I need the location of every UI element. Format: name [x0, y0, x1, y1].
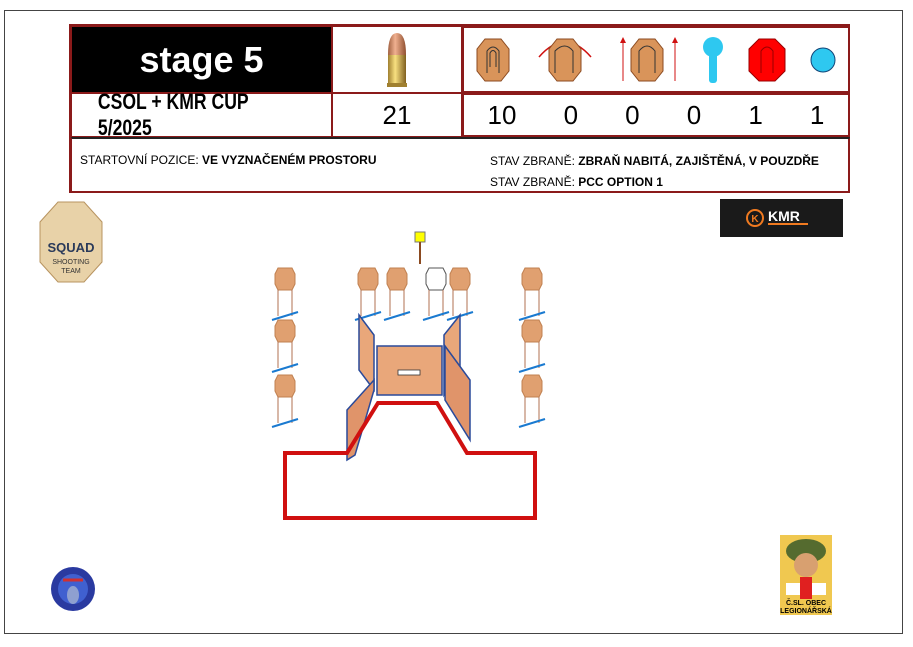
svg-text:SHOOTING: SHOOTING [52, 259, 89, 266]
popper-icon [703, 36, 723, 83]
paper-target [271, 374, 299, 428]
paper-target [271, 319, 299, 373]
paper-target [518, 319, 546, 373]
paper-target [518, 267, 546, 321]
stage-diagram [271, 231, 546, 520]
paper-target [446, 267, 474, 321]
svg-text:TEAM: TEAM [61, 268, 81, 275]
swinging-target-icon [538, 38, 592, 81]
paper-target-icon [476, 38, 510, 81]
moving-target-count: 0 [625, 99, 640, 130]
no-shoot-target-icon [748, 38, 786, 81]
svg-text:Č.SL. OBEC: Č.SL. OBEC [786, 598, 826, 607]
squad-logo: SQUAD SHOOTING TEAM [39, 201, 103, 283]
match-name: ČSOL + KMR CUP 5/2025 [71, 89, 332, 140]
paper-target [271, 267, 299, 321]
fault-line [283, 401, 537, 520]
stage-info: STARTOVNÍ POZICE: VE VYZNAČENÉM PROSTORU… [71, 137, 850, 193]
kmr-logo: K KMR [720, 199, 843, 237]
weapon-state-pcc: STAV ZBRANĚ: PCC OPTION 1 [490, 175, 663, 189]
bullet-icon [332, 26, 462, 93]
match-name-text: ČSOL + KMR CUP 5/2025 [97, 89, 249, 140]
no-shoot-count: 1 [748, 99, 763, 130]
svg-text:LEGIONÁŘSKÁ: LEGIONÁŘSKÁ [780, 606, 832, 615]
swinging-target-count: 0 [563, 99, 579, 130]
page-frame [4, 10, 903, 634]
paper-target-count: 10 [487, 99, 517, 130]
csol-round-logo [51, 567, 95, 611]
paper-target [383, 267, 411, 321]
walls [346, 312, 471, 462]
moving-target-icon [620, 36, 678, 81]
target-legend [462, 26, 850, 93]
paper-target [354, 267, 382, 321]
svg-text:KMR: KMR [768, 208, 800, 224]
plate-count: 1 [809, 99, 825, 130]
svg-text:K: K [751, 214, 759, 225]
paper-targets [271, 267, 546, 428]
round-count: 21 [332, 93, 462, 137]
svg-text:SQUAD: SQUAD [48, 240, 95, 255]
popper-count: 0 [686, 99, 702, 130]
target-counts: 10 0 0 0 1 1 [462, 93, 850, 137]
no-shoot-target [422, 267, 450, 321]
stage-title: stage 5 [71, 26, 332, 93]
start-flag-icon [414, 231, 426, 264]
weapon-state: STAV ZBRANĚ: ZBRAŇ NABITÁ, ZAJIŠTĚNÁ, V … [490, 154, 819, 168]
stage-header: stage 5 ČSOL + KMR CUP 5/2025 21 10 0 0 … [69, 24, 850, 193]
plate-icon [810, 47, 836, 72]
paper-target [518, 374, 546, 428]
start-position: STARTOVNÍ POZICE: VE VYZNAČENÉM PROSTORU [80, 153, 377, 167]
